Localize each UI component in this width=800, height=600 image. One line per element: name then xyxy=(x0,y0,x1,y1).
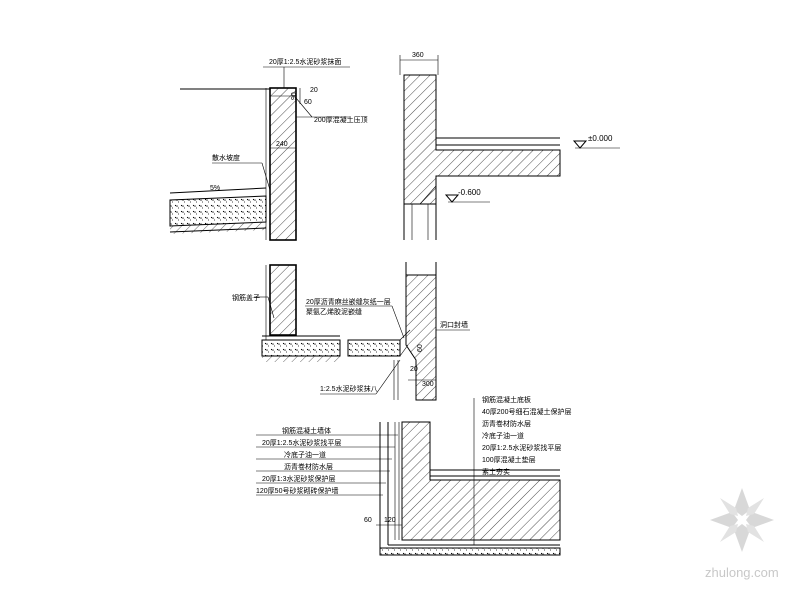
dim-300: 300 xyxy=(422,381,434,388)
label-base-plaster: 1:2.5水泥砂浆抹八 xyxy=(320,384,378,393)
left-layer-4: 沥青卷材防水层 xyxy=(284,462,333,471)
label-tile-cap: 钢筋盖子 xyxy=(232,293,260,302)
floor-slab-detail xyxy=(399,55,620,240)
right-layer-6: 100厚混凝土垫层 xyxy=(482,455,536,464)
watermark-flower-icon xyxy=(710,488,774,552)
dim-20-top: 20 xyxy=(310,87,318,94)
watermark-logo: zhulong.com xyxy=(705,488,779,580)
right-layer-5: 20厚1:2.5水泥砂浆找平层 xyxy=(482,443,561,452)
label-drain-slope: 散水坡度 xyxy=(212,153,240,162)
right-layer-3: 沥青卷材防水层 xyxy=(482,419,531,428)
watermark-text: zhulong.com xyxy=(705,565,779,580)
left-layer-3: 冷底子油一道 xyxy=(284,450,326,459)
ground-joint-detail xyxy=(254,262,470,401)
elevation-zero: ±0.000 xyxy=(588,134,613,143)
label-joint-note-2: 聚氨乙烯胶泥嵌缝 xyxy=(306,307,362,316)
label-hole-edge: 洞口封墙 xyxy=(440,320,468,329)
basement-detail xyxy=(256,398,561,556)
left-layer-labels: 钢筋混凝土墙体 20厚1:2.5水泥砂浆找平层 冷底子油一道 沥青卷材防水层 2… xyxy=(256,426,341,495)
right-layer-1: 钢筋混凝土底板 xyxy=(482,395,531,404)
dim-60-top: 60 xyxy=(304,99,312,106)
dim-120: 120 xyxy=(384,517,396,524)
left-layer-5: 20厚1:3水泥砂浆保护层 xyxy=(262,474,336,483)
left-layer-1: 钢筋混凝土墙体 xyxy=(282,426,331,435)
right-layer-4: 冷底子油一道 xyxy=(482,431,524,440)
left-layer-2: 20厚1:2.5水泥砂浆找平层 xyxy=(262,438,341,447)
right-layer-labels: 钢筋混凝土底板 40厚200号细石混凝土保护层 沥青卷材防水层 冷底子油一道 2… xyxy=(482,395,571,476)
elevation-minus: -0.600 xyxy=(458,188,481,197)
label-coping: 200厚混凝土压顶 xyxy=(314,115,368,124)
dim-20-mid: 20 xyxy=(410,366,418,373)
dim-60-bottom: 60 xyxy=(364,517,372,524)
right-layer-7: 素土夯实 xyxy=(482,467,510,476)
right-layer-2: 40厚200号细石混凝土保护层 xyxy=(482,407,571,416)
dim-240: 240 xyxy=(276,141,288,148)
left-layer-6: 120厚50号砂浆砌砖保护墙 xyxy=(256,486,338,495)
label-parapet-plaster: 20厚1:2.5水泥砂浆抹面 xyxy=(269,57,341,66)
dim-90: 90 xyxy=(291,92,298,100)
parapet-wall-detail xyxy=(169,66,350,241)
dim-360: 360 xyxy=(412,52,424,59)
label-joint-note-1: 20厚沥青麻丝嵌缝灰纸一层 xyxy=(306,297,391,306)
dim-60-mid: 60 xyxy=(417,344,424,352)
label-slope: 5% xyxy=(210,185,220,192)
